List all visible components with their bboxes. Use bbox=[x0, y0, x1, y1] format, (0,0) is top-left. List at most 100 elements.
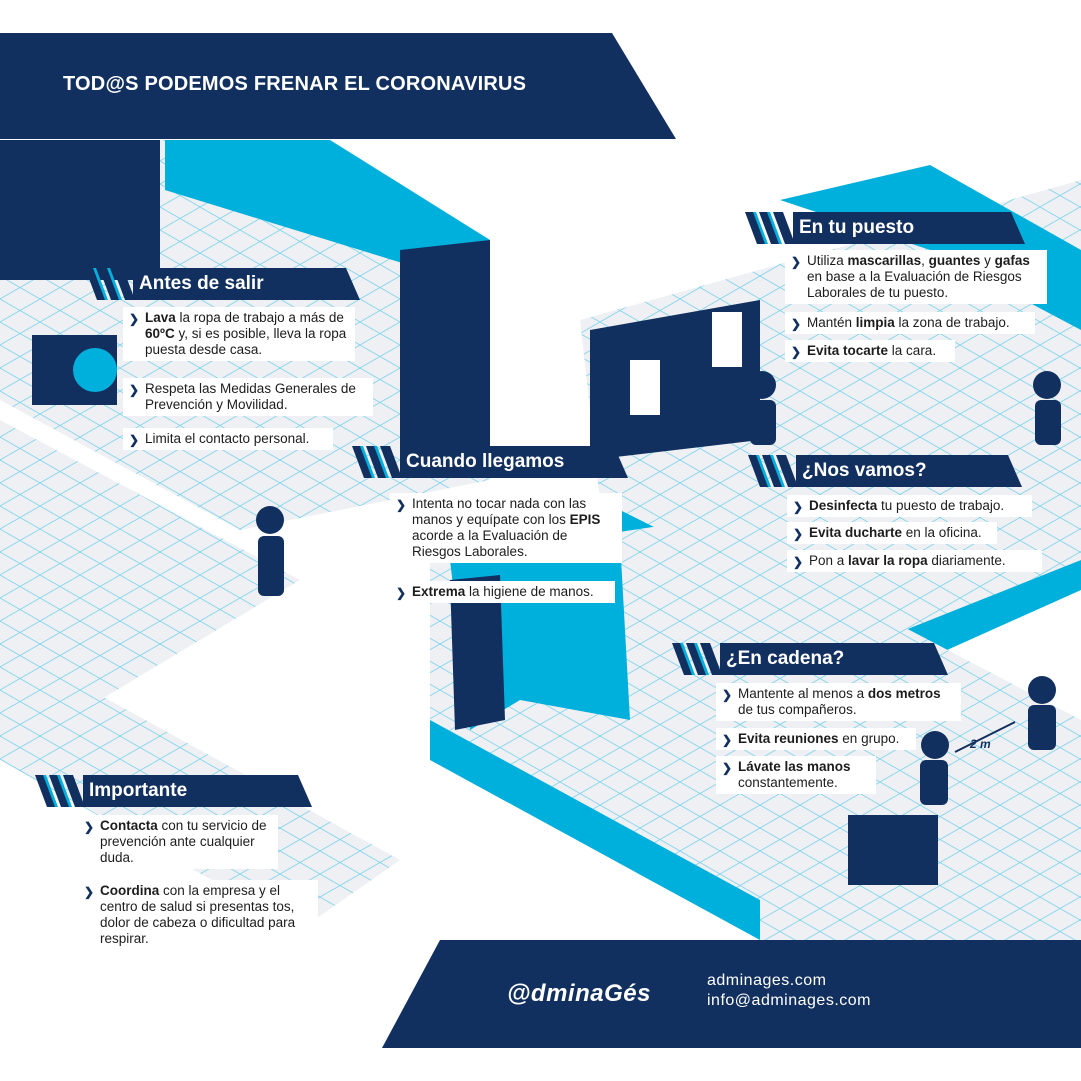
bullet-text: diariamente. bbox=[927, 553, 1006, 568]
bullet-item: ❯Contacta con tu servicio de prevención … bbox=[78, 815, 278, 869]
bullet-text: limpia bbox=[855, 315, 895, 330]
bullet-text: Mantente al menos a bbox=[738, 686, 868, 701]
adminages-logo: @dminaGés bbox=[507, 980, 651, 1007]
section-title: ¿En cadena? bbox=[726, 648, 845, 669]
chevron-stripes-icon bbox=[672, 643, 722, 675]
bullet-chevron-icon: ❯ bbox=[791, 345, 802, 359]
bullet-text: Extrema bbox=[412, 584, 466, 599]
bullet-text: tu puesto de trabajo. bbox=[877, 498, 1005, 513]
section-title: ¿Nos vamos? bbox=[802, 460, 927, 481]
bullet-text: acorde a la Evaluación de Riesgos Labora… bbox=[412, 528, 568, 559]
bullet-text: y, si es posible, lleva la ropa puesta d… bbox=[145, 326, 347, 357]
door-wall bbox=[400, 240, 490, 470]
bullet-text: Lávate las manos bbox=[738, 759, 851, 774]
bullet-chevron-icon: ❯ bbox=[84, 885, 95, 899]
bullet-chevron-icon: ❯ bbox=[129, 312, 140, 326]
bullet-text: dos metros bbox=[867, 686, 941, 701]
bullet-item: ❯Limita el contacto personal. bbox=[123, 428, 333, 450]
bullet-text: la zona de trabajo. bbox=[894, 315, 1010, 330]
bullet-chevron-icon: ❯ bbox=[722, 761, 733, 775]
bullet-text: gafas bbox=[994, 253, 1030, 268]
office-edge bbox=[600, 500, 1081, 680]
bullet-text: Evita ducharte bbox=[809, 525, 903, 540]
section-header-vamos: ¿Nos vamos? bbox=[748, 455, 1022, 487]
bullet-text: Evita reuniones bbox=[738, 731, 839, 746]
chevron-stripes-icon bbox=[748, 455, 798, 487]
bullet-item: ❯ Intenta no tocar nada con las manos y e… bbox=[390, 493, 622, 563]
section-title: En tu puesto bbox=[799, 217, 915, 238]
bullet-item: ❯ Respeta las Medidas Generales de Preven… bbox=[123, 378, 373, 416]
bullet-text: en grupo. bbox=[838, 731, 900, 746]
bullet-item: ❯Coordina con la empresa y el centro de … bbox=[78, 880, 318, 950]
bullet-text: en la oficina. bbox=[902, 525, 982, 540]
entrance-door bbox=[450, 575, 505, 730]
bullet-text: Respeta las Medidas Generales de Prevenc… bbox=[145, 381, 356, 412]
section-header-antes: Antes de salir bbox=[85, 268, 360, 300]
bullet-item: ❯Utiliza mascarillas, guantes y gafas en… bbox=[785, 250, 1047, 304]
bullet-text: EPIS bbox=[569, 512, 601, 527]
section-title-bar: ¿Nos vamos? bbox=[796, 455, 1022, 487]
bullet-chevron-icon: ❯ bbox=[793, 500, 804, 514]
bullet-item: ❯Lava la ropa de trabajo a más de 60ºC y… bbox=[123, 307, 355, 361]
section-title-bar: Cuando llegamos bbox=[400, 446, 628, 478]
bullet-text: guantes bbox=[928, 253, 981, 268]
floor-bottom-edge bbox=[430, 720, 760, 940]
bullet-text: 60ºC bbox=[145, 326, 175, 341]
bullet-text: Intenta no tocar nada con las manos y eq… bbox=[412, 496, 587, 527]
bullet-item: ❯ Evita reuniones en grupo. bbox=[716, 728, 916, 750]
section-header-cadena: ¿En cadena? bbox=[672, 643, 948, 675]
section-header-llegamos: Cuando llegamos bbox=[352, 446, 628, 478]
page-title: TOD@S PODEMOS FRENAR EL CORONAVIRUS bbox=[63, 73, 527, 95]
section-title-bar: Antes de salir bbox=[133, 268, 360, 300]
bullet-text: Limita el contacto personal. bbox=[145, 431, 310, 446]
wall-left bbox=[0, 140, 160, 280]
bullet-text: la ropa de trabajo a más de bbox=[175, 310, 344, 325]
bullet-text: la cara. bbox=[888, 343, 937, 358]
bullet-text: con tu servicio de prevención ante cualq… bbox=[100, 818, 267, 865]
section-title-bar: ¿En cadena? bbox=[720, 643, 948, 675]
bullet-item: ❯ Mantente al menos a dos metros de tus c… bbox=[716, 683, 961, 721]
section-title-bar: Importante bbox=[83, 775, 312, 807]
bullet-text: , bbox=[921, 253, 929, 268]
worker-3 bbox=[920, 731, 949, 805]
bullet-text: en base a la Evaluación de Riesgos Labor… bbox=[807, 269, 1022, 300]
bullet-text: mascarillas bbox=[847, 253, 922, 268]
bullet-text: lavar la ropa bbox=[848, 553, 928, 568]
bullet-item: ❯ Evita ducharte en la oficina. bbox=[787, 522, 997, 544]
section-title-bar: En tu puesto bbox=[793, 212, 1025, 244]
section-header-importante: Importante bbox=[35, 775, 312, 807]
website-link[interactable]: adminages.com bbox=[707, 972, 827, 989]
chevron-stripes-icon bbox=[745, 212, 795, 244]
bullet-text: Pon a bbox=[809, 553, 849, 568]
bullet-item: ❯Mantén limpia la zona de trabajo. bbox=[785, 312, 1035, 334]
bullet-chevron-icon: ❯ bbox=[722, 688, 733, 702]
bullet-chevron-icon: ❯ bbox=[129, 383, 140, 397]
bullet-item: ❯Extrema la higiene de manos. bbox=[390, 581, 615, 603]
bullet-item: ❯ Desinfecta tu puesto de trabajo. bbox=[787, 495, 1032, 517]
bullet-chevron-icon: ❯ bbox=[793, 527, 804, 541]
section-header-puesto: En tu puesto bbox=[745, 212, 1025, 244]
bullet-text: Utiliza bbox=[807, 253, 848, 268]
bullet-item: ❯Evita tocarte la cara. bbox=[785, 340, 955, 362]
worker-2 bbox=[1033, 371, 1061, 445]
worker-4 bbox=[1028, 676, 1056, 750]
bullet-chevron-icon: ❯ bbox=[396, 498, 407, 512]
bullet-text: con la empresa y el centro de salud si p… bbox=[100, 883, 296, 946]
bullet-text: constantemente. bbox=[738, 775, 838, 790]
distance-label: 2 m bbox=[969, 737, 991, 751]
bullet-chevron-icon: ❯ bbox=[791, 255, 802, 269]
chevron-stripes-icon bbox=[352, 446, 402, 478]
section-title: Cuando llegamos bbox=[406, 451, 565, 472]
chevron-stripes-icon bbox=[85, 268, 135, 300]
section-title: Importante bbox=[89, 780, 188, 801]
bullet-text: de tus compañeros. bbox=[738, 702, 857, 717]
bullet-text: Mantén bbox=[807, 315, 856, 330]
bullet-chevron-icon: ❯ bbox=[722, 733, 733, 747]
bullet-item: ❯ Lávate las manos constantemente. bbox=[716, 756, 876, 794]
bullet-text: Desinfecta bbox=[809, 498, 878, 513]
bullet-chevron-icon: ❯ bbox=[396, 586, 407, 600]
chevron-stripes-icon bbox=[35, 775, 85, 807]
footer: @dminaGés adminages.com info@adminages.c… bbox=[382, 940, 1081, 1048]
email-link[interactable]: info@adminages.com bbox=[707, 992, 871, 1009]
person-walking bbox=[256, 506, 284, 596]
